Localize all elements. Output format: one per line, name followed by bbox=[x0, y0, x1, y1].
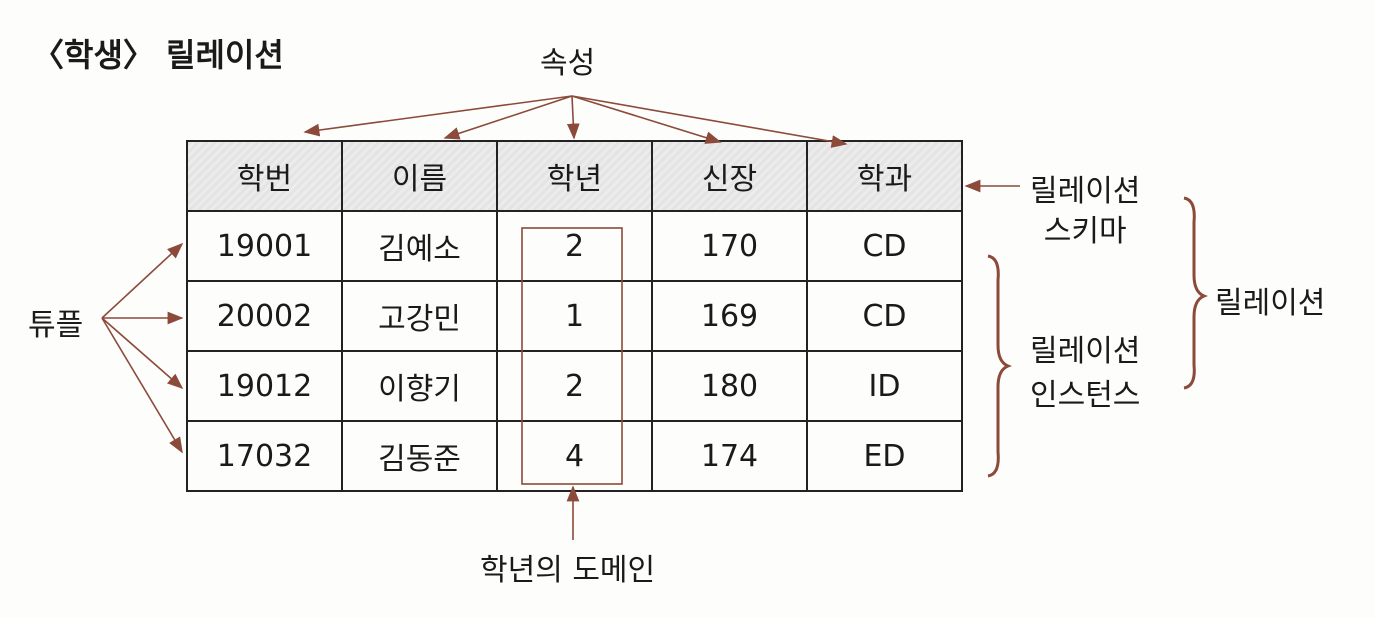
cell: 19001 bbox=[186, 210, 343, 282]
tuple-arrow bbox=[101, 317, 183, 454]
header-cell: 신장 bbox=[651, 140, 808, 212]
header-cell: 학년 bbox=[496, 140, 653, 212]
cell: 17032 bbox=[186, 420, 343, 492]
cell: 김동준 bbox=[341, 420, 498, 492]
cell: 고강민 bbox=[341, 280, 498, 352]
cell: CD bbox=[806, 280, 963, 352]
domain-highlight-box bbox=[521, 227, 623, 485]
cell: ED bbox=[806, 420, 963, 492]
schema-label: 릴레이션 스키마 bbox=[1030, 172, 1140, 252]
header-cell: 이름 bbox=[341, 140, 498, 212]
attribute-arrow bbox=[303, 95, 573, 137]
relation-label: 릴레이션 bbox=[1215, 286, 1326, 321]
instance-label-line1: 릴레이션 bbox=[1030, 334, 1141, 369]
tuple-arrow bbox=[101, 242, 184, 319]
tuple-arrow bbox=[101, 317, 184, 390]
cell: CD bbox=[806, 210, 963, 282]
attribute-arrow bbox=[443, 95, 573, 140]
relation-brace bbox=[1183, 196, 1209, 390]
domain-label: 학년의 도메인 bbox=[480, 553, 656, 588]
cell: 20002 bbox=[186, 280, 343, 352]
cell: ID bbox=[806, 350, 963, 422]
schema-label-line1: 릴레이션 bbox=[1030, 174, 1141, 209]
attribute-arrow bbox=[571, 95, 722, 144]
schema-row: 학번 이름 학년 신장 학과 bbox=[186, 140, 963, 212]
header-cell: 학과 bbox=[806, 140, 963, 212]
tuple-label: 튜플 bbox=[28, 308, 84, 343]
attribute-arrow bbox=[571, 95, 848, 148]
attribute-arrow bbox=[566, 95, 580, 140]
cell: 180 bbox=[651, 350, 808, 422]
cell: 이향기 bbox=[341, 350, 498, 422]
attribute-label: 속성 bbox=[540, 46, 596, 81]
instance-label: 릴레이션 인스턴스 bbox=[1030, 330, 1140, 418]
instance-brace bbox=[987, 254, 1013, 478]
cell: 19012 bbox=[186, 350, 343, 422]
cell: 169 bbox=[651, 280, 808, 352]
instance-label-line2: 인스턴스 bbox=[1030, 378, 1141, 413]
cell: 170 bbox=[651, 210, 808, 282]
header-cell: 학번 bbox=[186, 140, 343, 212]
diagram-title: 〈학생〉 릴레이션 bbox=[32, 36, 284, 74]
cell: 김예소 bbox=[341, 210, 498, 282]
schema-label-line2: 스키마 bbox=[1043, 214, 1127, 249]
cell: 174 bbox=[651, 420, 808, 492]
